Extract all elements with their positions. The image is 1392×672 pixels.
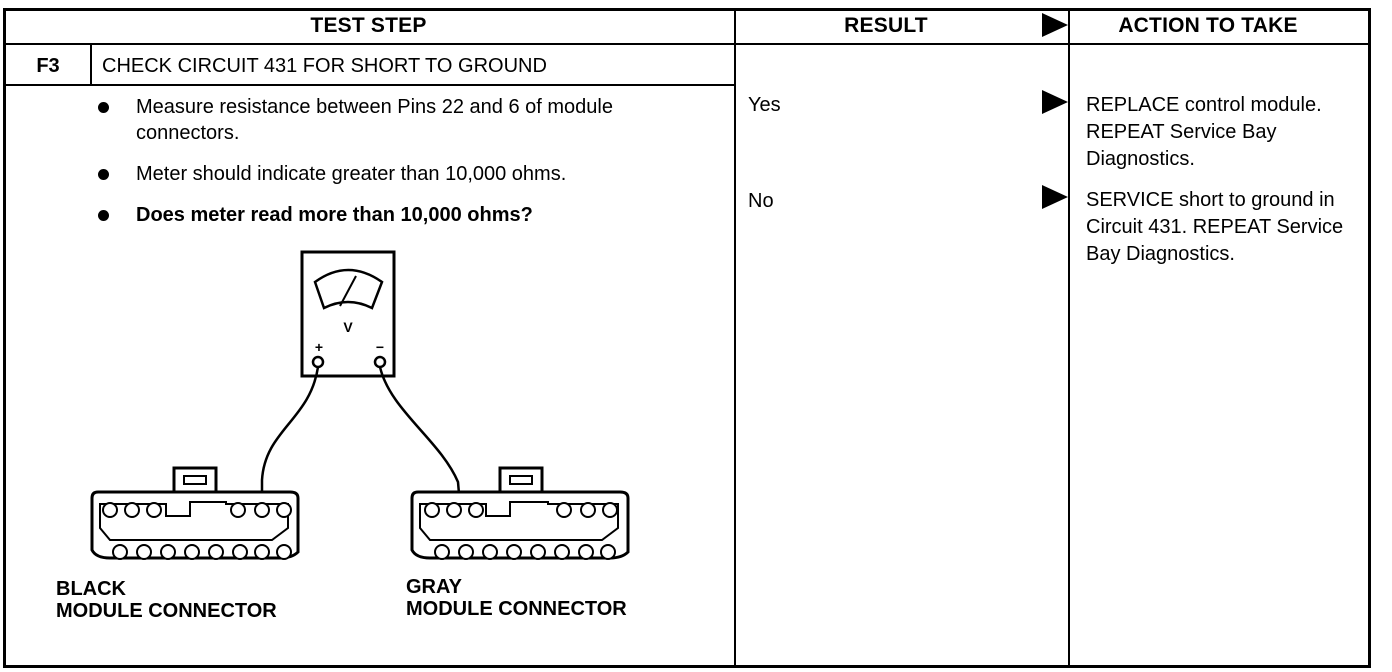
header-test-step: TEST STEP bbox=[310, 14, 427, 37]
gray-connector-label-line2: MODULE CONNECTOR bbox=[406, 598, 627, 620]
header-result: RESULT bbox=[844, 14, 928, 37]
bullet-icon bbox=[98, 169, 109, 180]
meter-label: V bbox=[343, 319, 353, 335]
table-frame bbox=[3, 8, 1371, 668]
black-connector-label-line2: MODULE CONNECTOR bbox=[56, 600, 277, 622]
test-step-list: Measure resistance between Pins 22 and 6… bbox=[90, 94, 730, 243]
result-no: No bbox=[748, 190, 774, 212]
positive-lead bbox=[260, 366, 320, 508]
gray-connector-icon bbox=[410, 466, 630, 560]
gray-connector-label-line1: GRAY bbox=[406, 576, 462, 598]
column-divider-action bbox=[1068, 8, 1070, 668]
meter-minus-label: − bbox=[376, 339, 384, 355]
black-connector-label-line1: BLACK bbox=[56, 578, 126, 600]
column-divider-result bbox=[734, 8, 736, 668]
action-no: SERVICE short to ground in Circuit 431. … bbox=[1086, 189, 1344, 265]
negative-lead bbox=[378, 366, 466, 553]
list-item: Measure resistance between Pins 22 and 6… bbox=[90, 94, 730, 146]
voltmeter-icon: V + − bbox=[300, 250, 396, 378]
result-yes-arrow-icon bbox=[1042, 90, 1068, 114]
black-connector-label: BLACK MODULE CONNECTOR bbox=[56, 578, 277, 622]
bullet-text: Meter should indicate greater than 10,00… bbox=[136, 163, 567, 185]
black-connector-icon bbox=[90, 466, 300, 560]
bullet-icon bbox=[98, 210, 109, 221]
connector-diagram: V + − bbox=[40, 240, 720, 650]
result-yes: Yes bbox=[748, 94, 781, 116]
step-id-divider bbox=[90, 44, 92, 85]
header-arrow-icon bbox=[1042, 13, 1068, 37]
header-divider bbox=[3, 43, 1371, 45]
gray-connector-label: GRAY MODULE CONNECTOR bbox=[406, 576, 627, 620]
step-title: CHECK CIRCUIT 431 FOR SHORT TO GROUND bbox=[102, 54, 547, 77]
bullet-text: Does meter read more than 10,000 ohms? bbox=[136, 204, 533, 226]
step-id: F3 bbox=[36, 54, 60, 77]
header-action: ACTION TO TAKE bbox=[1118, 14, 1298, 37]
diagram-svg: V + − bbox=[90, 250, 630, 560]
list-item: Does meter read more than 10,000 ohms? bbox=[90, 202, 730, 228]
step-title-divider bbox=[3, 84, 736, 86]
action-yes: REPLACE control module. REPEAT Service B… bbox=[1086, 94, 1322, 170]
list-item: Meter should indicate greater than 10,00… bbox=[90, 161, 730, 187]
result-no-arrow-icon bbox=[1042, 185, 1068, 209]
bullet-text: Measure resistance between Pins 22 and 6… bbox=[136, 96, 613, 144]
bullet-icon bbox=[98, 102, 109, 113]
meter-plus-label: + bbox=[315, 339, 323, 355]
